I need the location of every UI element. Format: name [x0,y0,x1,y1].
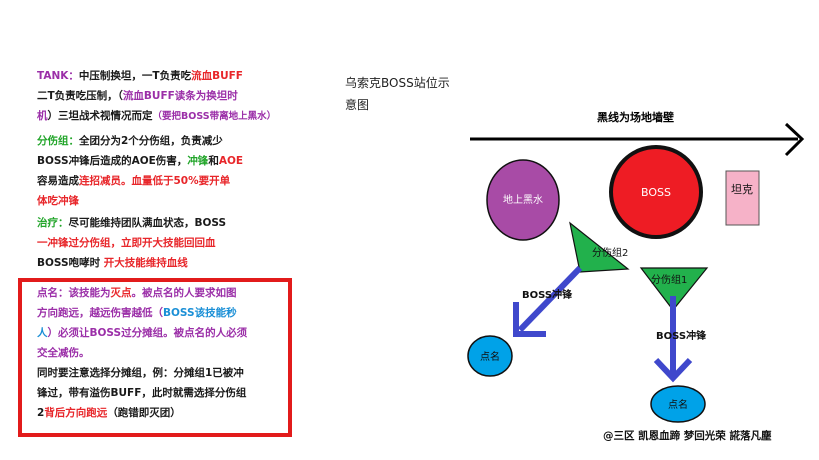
dps-line-1: 分伤组：全团分为2个分伤组，负责减少 [37,131,282,151]
dps-charge: 冲锋 [187,155,209,167]
dps-text: BOSS冲锋后造成的AOE伤害， [37,155,188,167]
marked-player-left [467,335,513,377]
heal-line-3: BOSS咆哮时 开大技能维持血线 [37,253,282,273]
charge-label-down: BOSS冲锋 [656,329,707,342]
tank-bleed-buff: 流血BUFF [191,70,243,82]
charge-arrow-left [517,265,583,333]
mark-text: ）必须让BOSS过分摊组。被点名的人必须 [47,327,248,339]
dps-combo: 连招减员。 [79,175,132,187]
tank-text: 二T负责吃压制，（ [37,90,123,102]
charge-arrowhead-down [653,357,693,383]
heal-text: BOSS咆哮时 [37,257,104,269]
mark-line-5: 同时要注意选择分摊组，例：分摊组1已被冲 [37,367,244,379]
mark-section: 点名：该技能为灭点。被点名的人要求如图 方向跑远，越远伤害越低（BOSS该技能秒… [37,283,282,423]
heal-heading: 治疗： [37,217,69,229]
mark-text: （跑错即灭团） [107,407,181,419]
mark-text: 方向跑远，越远伤害越低（ [37,307,163,319]
group-2-label: 分伤组2 [592,246,628,259]
tank-puddle-note: （要把BOSS带离地上黑水） [152,111,277,122]
tank-line-3: 机）三坦战术视情况而定（要把BOSS带离地上黑水） [37,106,282,127]
wall-arrowhead [784,122,805,157]
dps-text: 和 [208,155,219,167]
group-2-triangle [569,221,630,273]
mark-highlight-box [18,278,292,437]
dps-line-2: BOSS冲锋后造成的AOE伤害，冲锋和AOE [37,151,282,171]
tank-text: 中压制换坦，一T负责吃 [78,70,192,82]
heal-section: 治疗：尽可能维持团队满血状态，BOSS 一冲锋过分伤组，立即开大技能回回血 BO… [37,213,282,273]
mark-run-direction: 背后方向跑远 [44,407,108,419]
tank-swap-note: 机 [37,110,48,122]
author-credit: @三区 凯恩血蹄 梦回光荣 誮落凡塵 [603,430,772,442]
heal-line-1: 治疗：尽可能维持团队满血状态，BOSS [37,213,282,233]
dps-text: 全团分为2个分伤组，负责减少 [79,135,223,147]
mark-line-4: 交全减伤。 [37,347,90,359]
diagram-title: 乌索克BOSS站位示 意图 [345,72,450,116]
dps-line-3: 容易造成连招减员。血量低于50%要开单 [37,171,282,191]
tank-line-1: TANK：中压制换坦，一T负责吃流血BUFF [37,66,282,86]
dps-heading: 分伤组： [37,135,79,147]
tank-label: 坦克 [731,182,753,196]
mark-line-1: 点名：该技能为灭点。被点名的人要求如图 [37,283,282,303]
mark-label-left: 点名 [480,350,500,363]
heal-cooldown-note: 开大技能维持血线 [103,257,188,269]
wall-label: 黑线为场地墙壁 [597,110,674,124]
mark-text: 2 [37,407,45,419]
mark-line-6: 锋过，带有溢伤BUFF，此时就需选择分伤组 [37,387,247,399]
title-line-1: 乌索克BOSS站位示 [345,76,450,90]
tank-text: ）三坦战术视情况而定 [47,110,153,122]
tank-section: TANK：中压制换坦，一T负责吃流血BUFF 二T负责吃压制，（流血BUFF读条… [37,66,282,127]
tank-marker [725,170,760,226]
mark-text: 。被点名的人要求如图 [131,287,237,299]
charge-arrowhead-left [513,302,546,337]
dps-line-4: 体吃冲锋 [37,195,79,207]
title-line-2: 意图 [345,98,370,112]
puddle-label: 地上黑水 [503,193,543,206]
black-water-puddle [486,159,560,241]
group-1-triangle [639,267,709,311]
tank-line-2: 二T负责吃压制，（流血BUFF读条为换坦时 [37,86,282,106]
boss-label: BOSS [641,186,671,199]
mark-label-right: 点名 [668,398,688,411]
tank-heading: TANK： [37,70,79,82]
mark-text: 点名：该技能为 [37,287,111,299]
dps-section: 分伤组：全团分为2个分伤组，负责减少 BOSS冲锋后造成的AOE伤害，冲锋和AO… [37,131,282,211]
dps-aoe: AOE [218,155,244,167]
mark-line-2: 方向跑远，越远伤害越低（BOSS该技能秒 [37,303,282,323]
mark-oneshot-note: BOSS该技能秒 [163,307,237,319]
mark-line-3: 人）必须让BOSS过分摊组。被点名的人必须 [37,323,282,343]
heal-line-2: 一冲锋过分伤组，立即开大技能回回血 [37,237,216,249]
heal-text: 尽可能维持团队满血状态，BOSS [68,217,227,229]
boss-circle [609,145,703,239]
marked-player-right [650,385,706,423]
dps-text: 容易造成 [37,175,79,187]
mark-oneshot-note: 人 [37,327,48,339]
charge-label-left: BOSS冲锋 [522,288,573,301]
tank-swap-note: 流血BUFF读条为换坦时 [122,90,238,102]
mark-kill-point: 灭点 [110,287,132,299]
mark-line-7: 2背后方向跑远（跑错即灭团） [37,403,282,423]
group-1-label: 分伤组1 [651,273,687,286]
dps-hp-note: 血量低于50%要开单 [131,175,231,187]
